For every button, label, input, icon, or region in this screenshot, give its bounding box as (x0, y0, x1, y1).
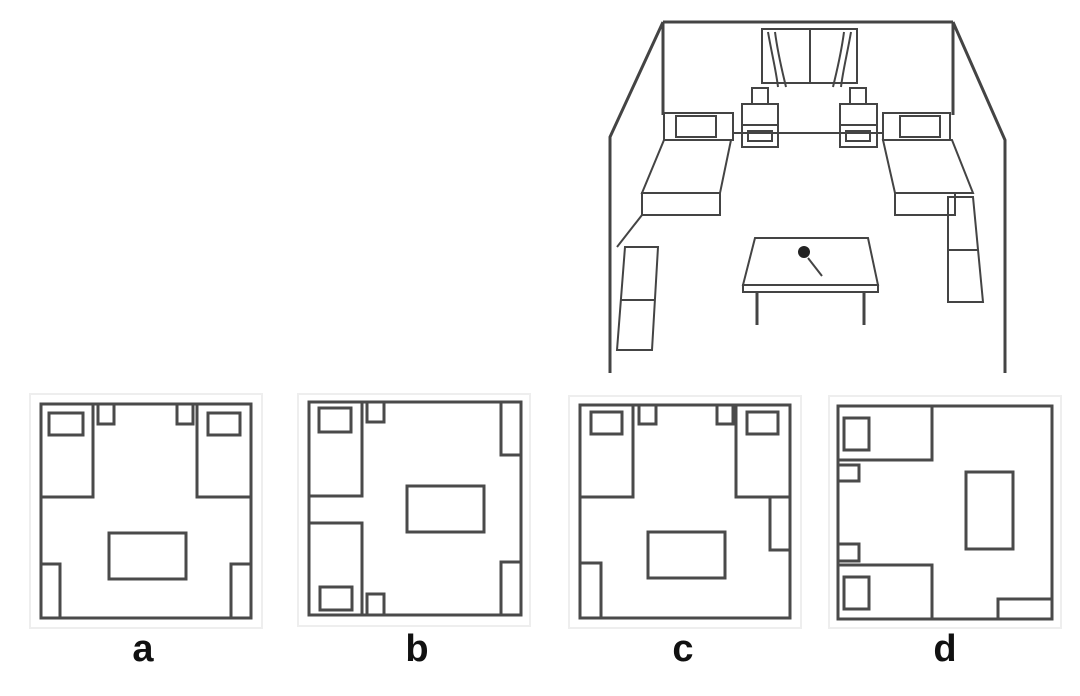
nightstand (96, 402, 116, 426)
bed (836, 404, 934, 462)
table (405, 484, 486, 534)
bed (578, 403, 635, 499)
floor-plan-a[interactable] (29, 393, 263, 629)
bed-right (881, 112, 975, 216)
pillow (589, 410, 624, 436)
option-label-d: d (933, 628, 957, 670)
cabinet-left (615, 246, 660, 351)
nightstand (715, 403, 735, 426)
nightstand-with-lamp-right (839, 87, 878, 148)
room-perspective-drawing (608, 20, 1007, 373)
pillow (47, 411, 85, 437)
cabinet (229, 562, 253, 620)
cabinet (499, 400, 523, 457)
table (964, 470, 1015, 551)
nightstand (637, 403, 658, 426)
pillow (317, 406, 353, 434)
pillow (842, 416, 871, 452)
nightstand (365, 400, 386, 424)
bed (836, 563, 934, 621)
bed (39, 402, 95, 499)
table (646, 530, 727, 580)
room-walls (608, 20, 1007, 373)
table (107, 531, 188, 581)
nightstand (836, 542, 861, 563)
pillow (842, 575, 871, 611)
cabinet-right (947, 196, 985, 303)
bed-left (640, 112, 734, 216)
nightstand (836, 463, 861, 483)
cabinet (39, 562, 62, 620)
cabinet (996, 597, 1054, 621)
pillow (206, 411, 242, 437)
floor-plan-b[interactable] (297, 393, 531, 627)
bed (734, 403, 792, 499)
bed (195, 402, 253, 499)
pillow (745, 410, 780, 436)
option-label-a: a (132, 628, 154, 670)
coffee-table-with-cup (741, 237, 880, 325)
cup-icon (798, 246, 810, 258)
cabinet (499, 560, 523, 617)
option-label-b: b (405, 628, 429, 670)
pillow (318, 585, 354, 612)
window-with-curtains (761, 28, 858, 88)
option-label-c: c (672, 628, 694, 670)
bed (307, 521, 364, 617)
floor-plan-c[interactable] (568, 395, 802, 629)
nightstand (175, 402, 195, 426)
bed (307, 400, 364, 498)
cabinet (768, 495, 792, 552)
nightstand (365, 592, 386, 617)
cabinet (578, 561, 603, 620)
floor-plan-d[interactable] (828, 395, 1062, 629)
nightstand-with-lamp-left (741, 87, 779, 148)
